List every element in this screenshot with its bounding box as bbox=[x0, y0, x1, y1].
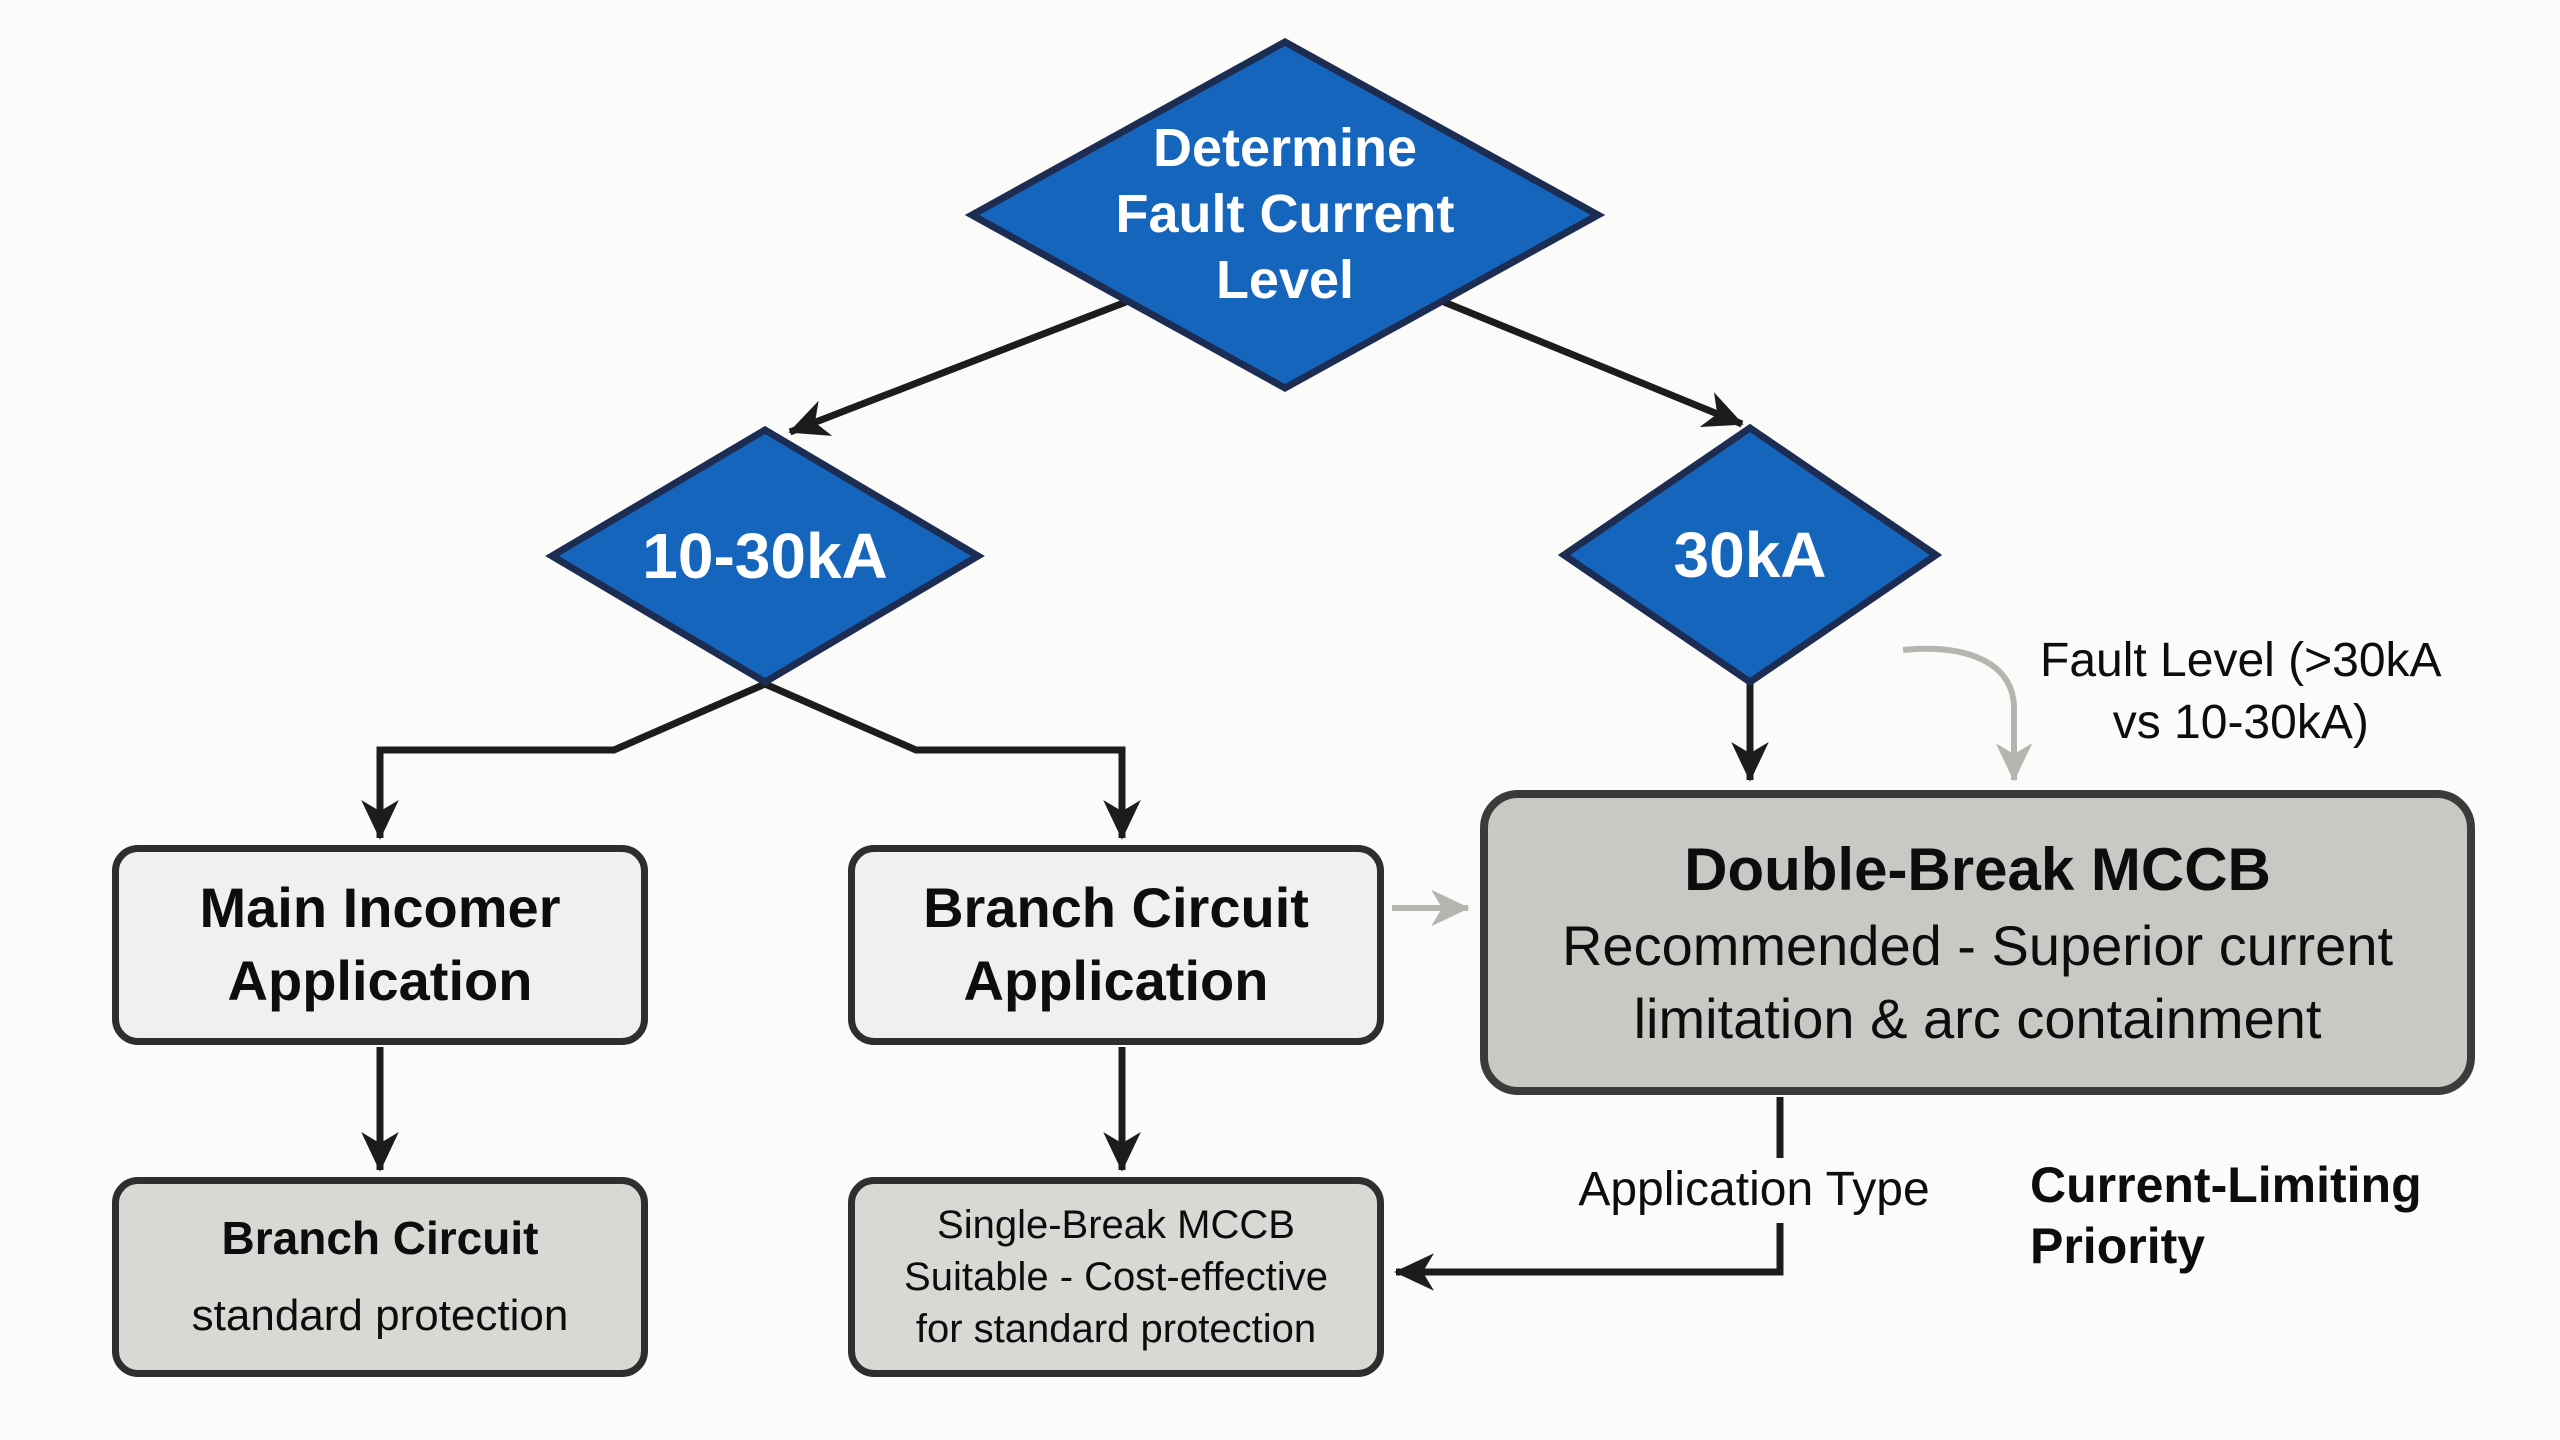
current-limiting-line2: Priority bbox=[2030, 1218, 2206, 1274]
fault-level-note-line2: vs 10-30kA) bbox=[2112, 696, 2369, 750]
arrow-fault-low-to-branch-application bbox=[763, 680, 1141, 840]
arrow-start-to-fault-low bbox=[788, 298, 1128, 436]
decision-start-line3: Level bbox=[1215, 249, 1355, 310]
decision-start-shape bbox=[964, 38, 1606, 392]
decision-start-label: Determine Fault Current Level bbox=[1115, 116, 1454, 314]
current-limiting-priority-label: Current-Limiting Priority bbox=[2030, 1155, 2422, 1277]
single-break-line3: for standard protection bbox=[915, 1307, 1317, 1351]
current-limiting-line1: Current-Limiting bbox=[2030, 1157, 2422, 1213]
double-break-body-line1: Recommended - Superior current bbox=[1561, 914, 2394, 978]
decision-fault-high-label: 30kA bbox=[1673, 518, 1827, 591]
fault-level-note: Fault Level (>30kA vs 10-30kA) bbox=[2040, 630, 2442, 755]
arrow-fault-level-note-to-double-break bbox=[1902, 645, 2033, 782]
decision-fault-low-label: 10-30kA bbox=[642, 519, 888, 592]
node-branch-standard: Branch Circuit standard protection bbox=[112, 1177, 648, 1377]
single-break-line2: Suitable - Cost-effective bbox=[904, 1255, 1328, 1299]
branch-application-line1: Branch Circuit bbox=[923, 876, 1309, 940]
fault-level-note-line1: Fault Level (>30kA bbox=[2040, 634, 2442, 687]
double-break-title: Double-Break MCCB bbox=[1684, 836, 2271, 904]
main-incomer-line1: Main Incomer bbox=[199, 876, 561, 940]
node-main-incomer: Main Incomer Application bbox=[112, 845, 648, 1045]
main-incomer-line2: Application bbox=[227, 949, 533, 1012]
node-double-break-mccb: Double-Break MCCB Recommended - Superior… bbox=[1480, 790, 2475, 1095]
decision-start-line2: Fault Current bbox=[1115, 184, 1455, 245]
double-break-body-line2: limitation & arc containment bbox=[1633, 987, 2322, 1050]
single-break-line1: Single-Break MCCB bbox=[937, 1203, 1295, 1247]
branch-application-line2: Application bbox=[963, 949, 1269, 1012]
arrow-double-break-to-single-break bbox=[1394, 1097, 1784, 1291]
node-single-break-mccb: Single-Break MCCB Suitable - Cost-effect… bbox=[848, 1177, 1384, 1377]
node-branch-application: Branch Circuit Application bbox=[848, 845, 1384, 1045]
application-type-label: Application Type bbox=[1560, 1158, 1948, 1223]
branch-standard-title: Branch Circuit bbox=[221, 1212, 539, 1264]
decision-start-line1: Determine bbox=[1152, 118, 1418, 179]
decision-fault-low-shape bbox=[545, 425, 985, 687]
decision-fault-high-shape bbox=[1557, 423, 1943, 687]
arrow-start-to-fault-high bbox=[1442, 298, 1744, 428]
arrow-fault-low-to-main-incomer bbox=[361, 680, 767, 840]
branch-standard-subtitle: standard protection bbox=[191, 1291, 569, 1341]
